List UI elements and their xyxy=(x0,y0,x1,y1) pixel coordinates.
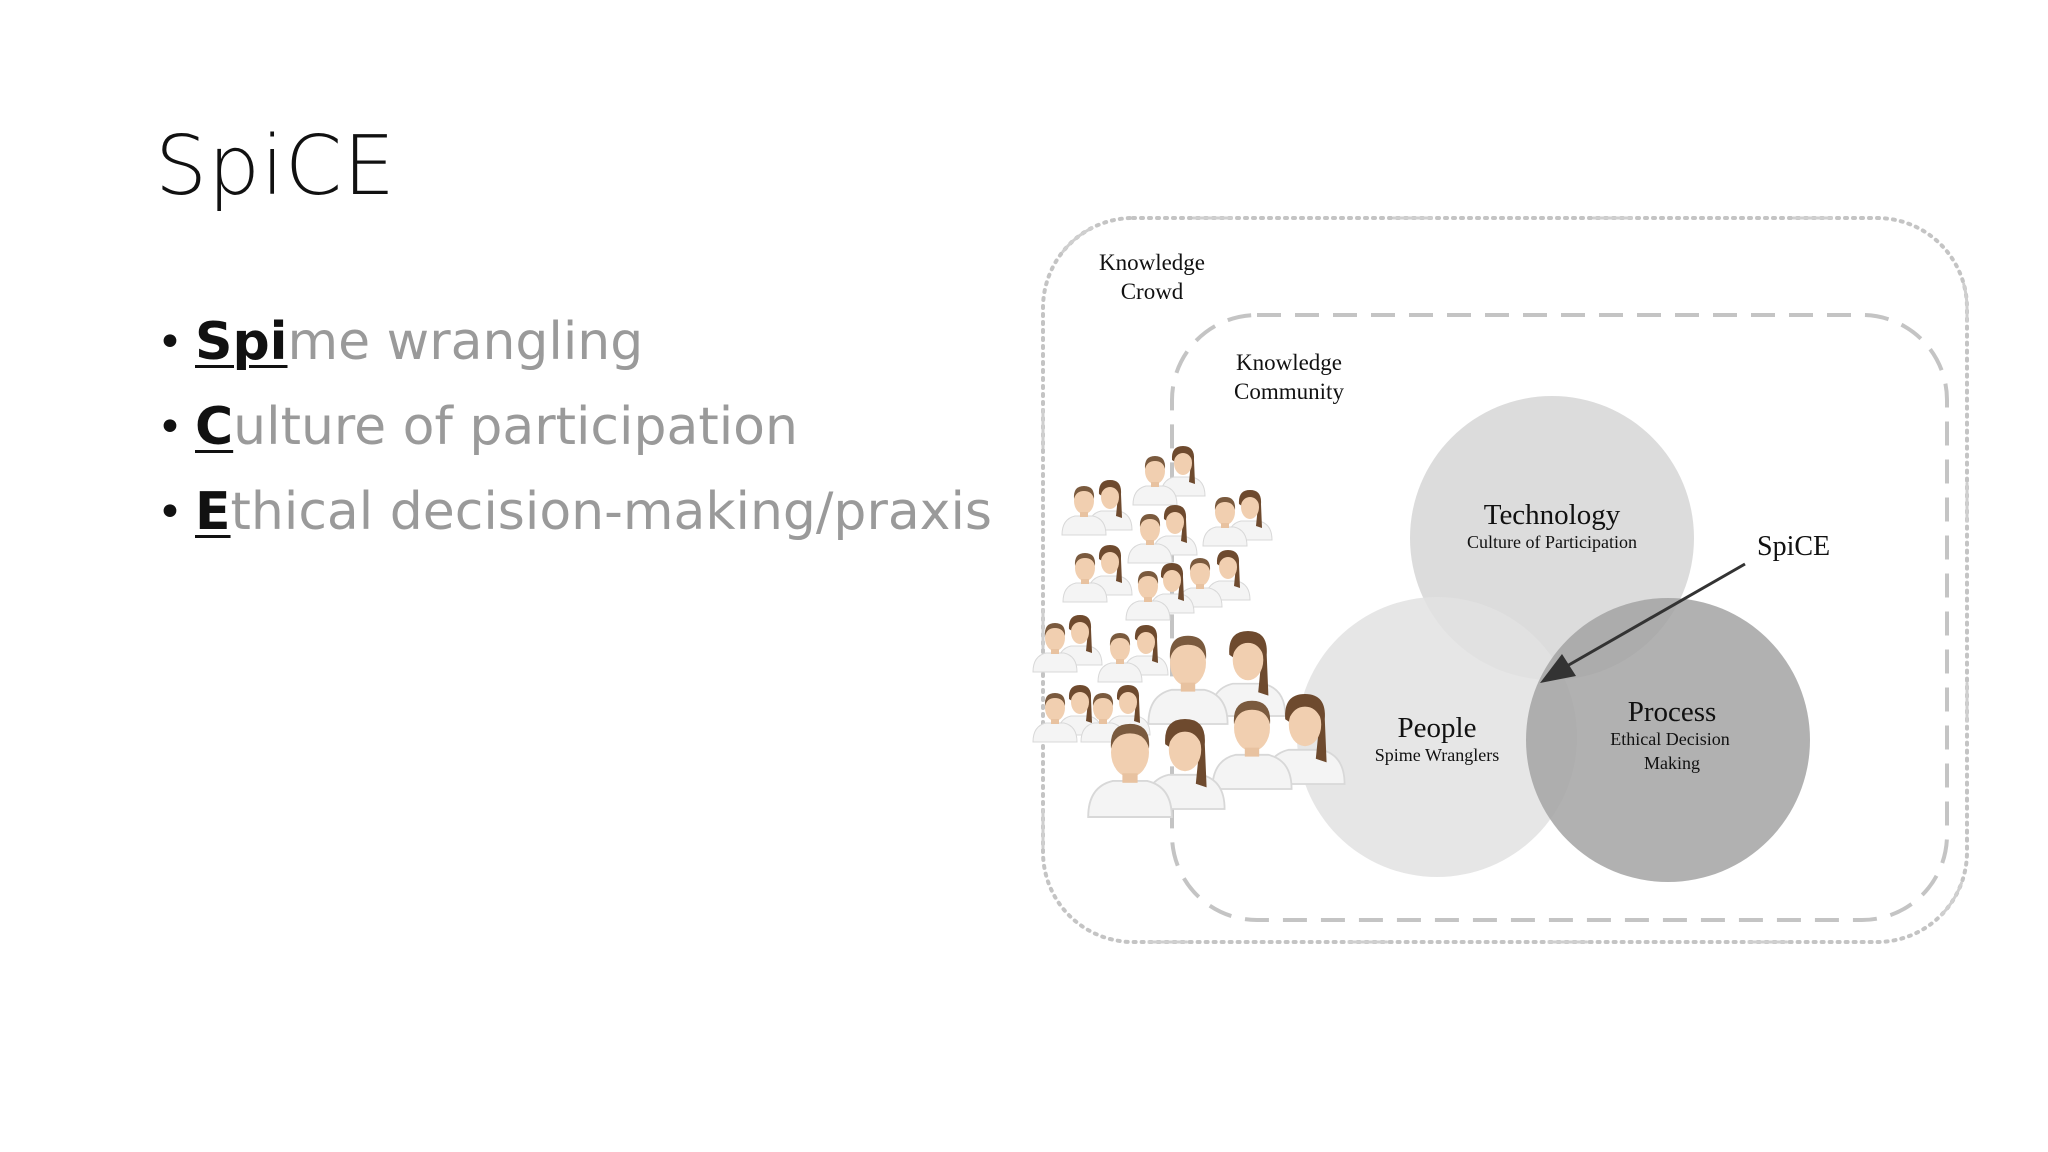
acronym-letters: E xyxy=(195,482,231,542)
bullet-culture-of-participation: •Culture of participation xyxy=(155,385,992,470)
spice-arrow xyxy=(1559,562,1746,672)
people-circle xyxy=(1297,597,1577,877)
knowledge-community-boundary xyxy=(1170,313,1949,922)
person-avatar-icon xyxy=(1147,634,1229,725)
process-subtitle-2: Making xyxy=(1644,753,1700,773)
acronym-letters: C xyxy=(195,397,234,457)
knowledge-community-label: Knowledge xyxy=(1236,350,1342,375)
crowd-icon-group xyxy=(1032,445,1346,818)
bullet-text: thical decision-making/praxis xyxy=(230,482,992,542)
knowledge-crowd-boundary xyxy=(1041,216,1969,944)
bullet-text: me wrangling xyxy=(287,312,644,372)
spice-label: SpiCE xyxy=(1757,531,1830,562)
slide-title: SpiCE xyxy=(155,119,396,214)
process-circle xyxy=(1526,598,1810,882)
bullet-list: •Spime wrangling •Culture of participati… xyxy=(155,300,992,555)
technology-title: Technology xyxy=(1484,499,1621,531)
bullet-spime-wrangling: •Spime wrangling xyxy=(155,300,992,385)
knowledge-crowd-label-2: Crowd xyxy=(1121,279,1184,304)
bullet-text: ulture of participation xyxy=(233,397,798,457)
people-subtitle: Spime Wranglers xyxy=(1375,745,1499,765)
bullet-ethical-decision-making: •Ethical decision-making/praxis xyxy=(155,470,992,555)
bullet-dot: • xyxy=(157,317,183,368)
bullet-dot: • xyxy=(157,402,183,453)
knowledge-crowd-label: Knowledge xyxy=(1099,250,1205,275)
venn-diagram xyxy=(1297,396,1810,882)
process-title: Process xyxy=(1628,696,1717,728)
acronym-letters: Spi xyxy=(195,312,288,372)
bullet-dot: • xyxy=(157,487,183,538)
process-subtitle: Ethical Decision xyxy=(1610,729,1729,749)
technology-subtitle: Culture of Participation xyxy=(1467,532,1637,552)
people-title: People xyxy=(1398,712,1477,744)
knowledge-community-label-2: Community xyxy=(1234,379,1344,404)
arrow-head-icon xyxy=(1540,654,1576,683)
